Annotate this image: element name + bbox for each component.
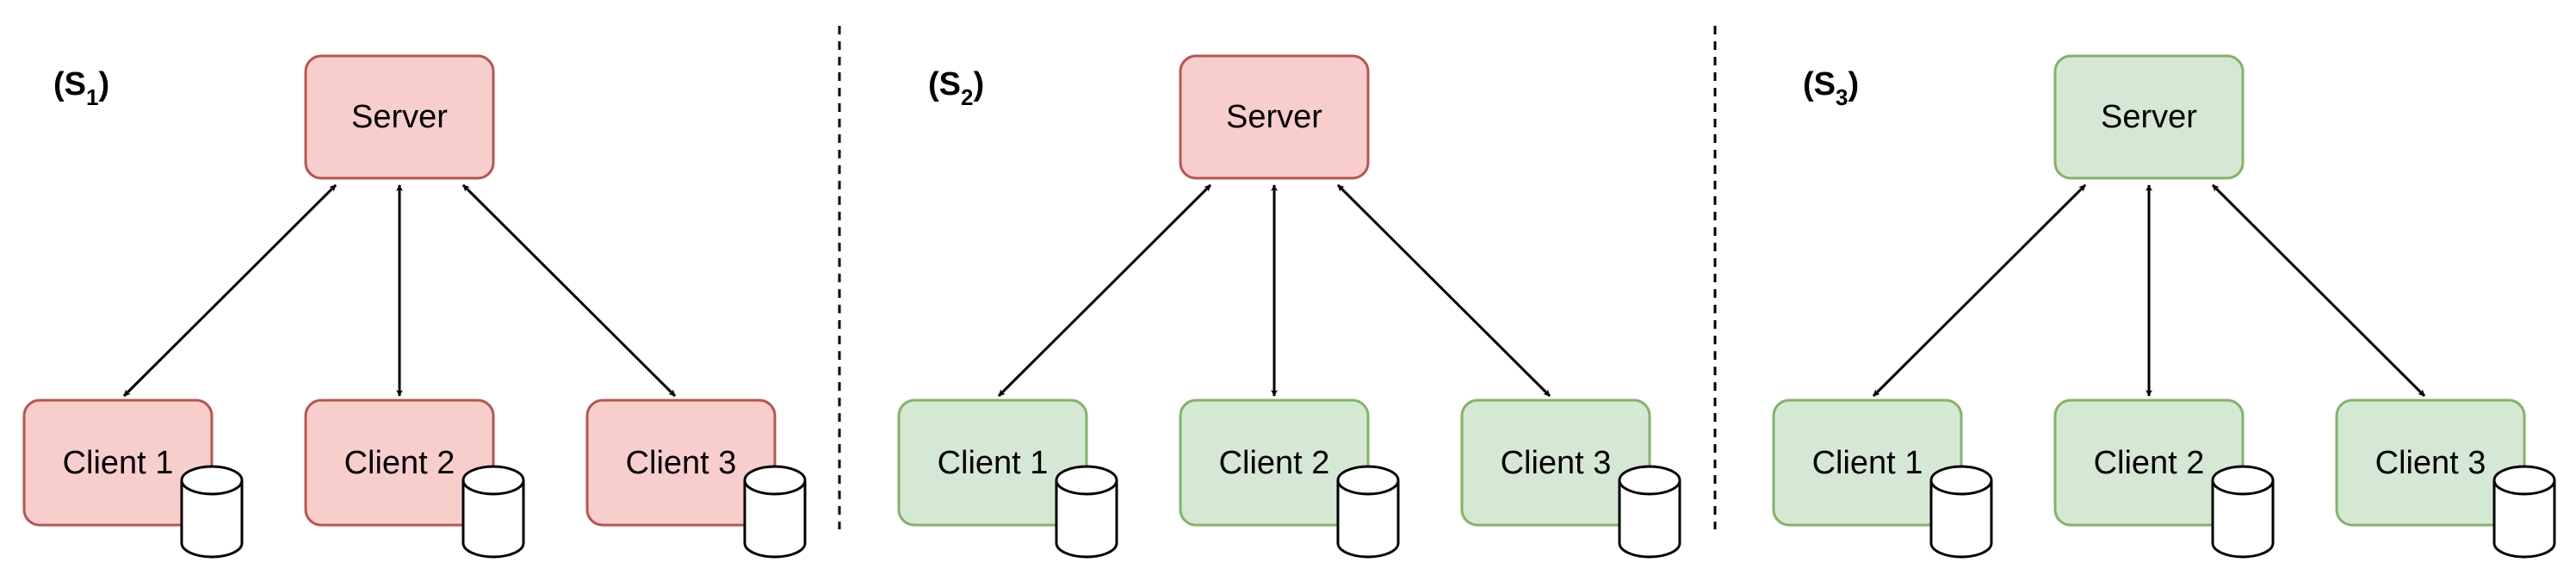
client-node-2: Client 2	[2053, 399, 2275, 559]
database-icon	[1618, 465, 1681, 559]
database-icon	[1055, 465, 1118, 559]
client-label: Client 1	[938, 445, 1049, 481]
panel-s3: (S3) Server Client 1 Client 2 Client 3	[1772, 54, 2556, 559]
database-icon	[2492, 465, 2556, 559]
client-label: Client 2	[1219, 445, 1330, 481]
link-arrow	[2211, 183, 2426, 398]
client-label: Client 1	[63, 445, 174, 481]
client-node-2: Client 2	[1179, 399, 1400, 559]
database-icon	[2211, 465, 2275, 559]
client-label: Client 1	[1812, 445, 1923, 481]
link-arrow	[122, 183, 337, 398]
client-label: Client 3	[1501, 445, 1612, 481]
client-node-3: Client 3	[1460, 399, 1681, 559]
client-label: Client 3	[2375, 445, 2486, 481]
server-label: Server	[2101, 99, 2197, 135]
database-icon	[743, 465, 807, 559]
server-node: Server	[1179, 54, 1370, 180]
server-label: Server	[351, 99, 448, 135]
panel-label-subscript: 1	[86, 84, 98, 110]
panel-label: (S3)	[1803, 66, 1859, 110]
database-icon	[1336, 465, 1400, 559]
database-icon	[1929, 465, 1993, 559]
panel-label-subscript: 2	[961, 84, 973, 110]
client-node-1: Client 1	[1772, 399, 1993, 559]
client-node-1: Client 1	[897, 399, 1118, 559]
client-label: Client 3	[626, 445, 737, 481]
server-label: Server	[1226, 99, 1322, 135]
panel-label: (S1)	[53, 66, 109, 110]
client-node-3: Client 3	[2335, 399, 2556, 559]
link-arrow	[997, 183, 1212, 398]
panel-label: (S2)	[928, 66, 984, 110]
database-icon	[180, 465, 244, 559]
client-label: Client 2	[2094, 445, 2205, 481]
client-node-1: Client 1	[22, 399, 244, 559]
link-arrow	[1336, 183, 1551, 398]
link-arrow	[1872, 183, 2087, 398]
database-icon	[461, 465, 525, 559]
client-label: Client 2	[344, 445, 455, 481]
panel-s1: (S1) Server Client 1 Client 2 Client 3	[22, 54, 807, 559]
server-node: Server	[304, 54, 495, 180]
server-node: Server	[2053, 54, 2245, 180]
panel-s2: (S2) Server Client 1 Client 2 Client 3	[897, 54, 1681, 559]
client-node-2: Client 2	[304, 399, 525, 559]
link-arrow	[461, 183, 677, 398]
client-node-3: Client 3	[585, 399, 807, 559]
panel-label-subscript: 3	[1836, 84, 1848, 110]
